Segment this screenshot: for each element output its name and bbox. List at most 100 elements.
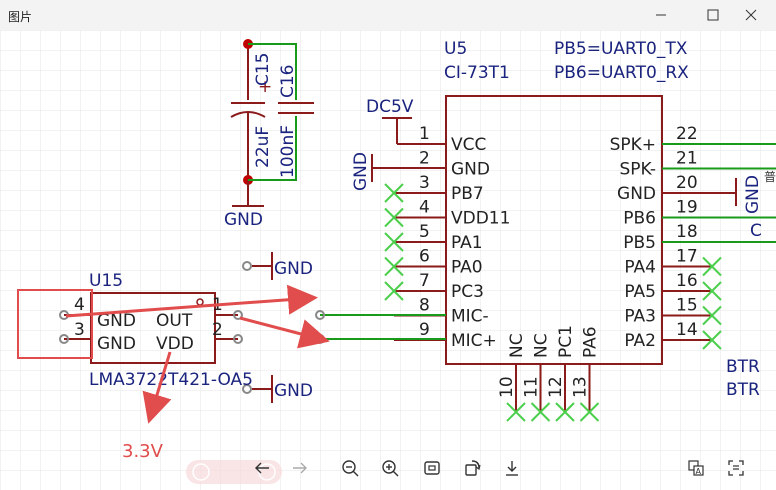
- u5-pin-num-13: 13: [571, 376, 591, 398]
- u5-pin-num-4: 4: [419, 198, 430, 218]
- u5-pin-14-nc-mark: [702, 330, 722, 350]
- back-arrow-icon: [255, 462, 269, 474]
- u5-pin-num-18: 18: [676, 222, 698, 242]
- u15-pin-num-4: 4: [74, 295, 85, 315]
- u5-pin-name-bottom-10: NC: [507, 333, 527, 358]
- c15-designator: C15: [253, 52, 273, 86]
- u5-pin-15-nc-mark: [702, 305, 722, 326]
- annotation-voltage: 3.3V: [122, 441, 164, 462]
- u5-pin-num-5: 5: [419, 222, 430, 242]
- u5-pin-13-nc-mark: [579, 402, 600, 422]
- u15-pin-num-3: 3: [74, 320, 85, 340]
- translate-button[interactable]: A: [682, 454, 710, 482]
- u5-pin-name-vdd11: VDD11: [451, 209, 510, 229]
- u5-pin-num-20: 20: [676, 173, 698, 193]
- u15-pin-name-gnd-3: GND: [97, 334, 136, 354]
- forward-arrow-icon: [293, 462, 307, 474]
- dc5v-label: DC5V: [366, 97, 414, 117]
- close-button[interactable]: [728, 0, 774, 30]
- u5-pin-num-2: 2: [419, 149, 430, 169]
- ocr-text-icon: [728, 460, 744, 476]
- window-title: 图片: [8, 10, 33, 24]
- u5-pin-num-21: 21: [676, 149, 698, 169]
- u5-pin-3-nc-mark: [384, 183, 404, 203]
- u5-pin-6-nc-mark: [384, 256, 404, 277]
- u5-pin-name-bottom-13: PA6: [581, 326, 601, 358]
- translate-icon: A: [688, 460, 704, 476]
- download-icon: [506, 461, 518, 476]
- net-zh-label: 普: [764, 170, 776, 184]
- c15-value: 22uF: [253, 126, 273, 168]
- minimize-icon: [656, 14, 666, 16]
- u5-pin-name-vcc: VCC: [451, 135, 486, 155]
- dc5v-net: DC5V: [366, 97, 446, 145]
- capacitor-c15: + C15 22uF: [230, 39, 273, 207]
- next-image-button[interactable]: [286, 454, 314, 482]
- c15-polarity: +: [258, 77, 272, 97]
- u5-pin-num-9: 9: [419, 320, 430, 340]
- u5-pin-name-bottom-12: PC1: [556, 325, 576, 358]
- annotation-arrow-vdd: [142, 351, 172, 424]
- close-icon: [745, 9, 757, 21]
- u5-pin-name-bottom-11: NC: [532, 333, 552, 358]
- u5-pin-5-nc-mark: [384, 232, 404, 252]
- chip-u5: U5 CI-73T1 PB5=UART0_TX PB6=UART0_RX 1VC…: [384, 39, 776, 422]
- download-button[interactable]: [498, 454, 526, 482]
- u5-pin-name-pb5: PB5: [623, 233, 656, 253]
- svg-text:A: A: [696, 467, 702, 476]
- u5-pin-name-pa3: PA3: [624, 307, 656, 327]
- u5-pin-11-nc-mark: [530, 402, 551, 422]
- maximize-icon: [707, 9, 719, 21]
- u5-pin-num-17: 17: [676, 247, 698, 267]
- u5-pin-num-19: 19: [676, 198, 698, 218]
- prev-image-button[interactable]: [248, 454, 276, 482]
- title-bar: 图片: [0, 0, 776, 30]
- zoom-out-button[interactable]: [336, 454, 364, 482]
- u5-pin-num-22: 22: [676, 124, 698, 144]
- gnd-label-u15-bottom: GND: [274, 381, 313, 401]
- u5-pin-10-nc-mark: [506, 402, 526, 422]
- zoom-in-button[interactable]: [376, 454, 404, 482]
- u5-pin-name-pa4: PA4: [624, 258, 656, 278]
- u15-part: LMA3722T421-OA5: [89, 370, 253, 390]
- gnd-net-u5-right: GND: [735, 175, 763, 214]
- zoom-out-icon: [342, 460, 359, 477]
- ocr-button[interactable]: [722, 454, 750, 482]
- net-btr-label-1: BTR: [726, 357, 760, 377]
- u5-pin-name-gnd: GND: [451, 160, 490, 180]
- u5-pin-name-pa5: PA5: [624, 282, 656, 302]
- zoom-in-icon: [382, 460, 399, 477]
- gnd-symbol-u15-bottom: GND: [242, 375, 313, 403]
- rotate-button[interactable]: [458, 454, 486, 482]
- u5-pin-name-mic: MIC-: [451, 307, 489, 327]
- u5-pin-name-pb7: PB7: [451, 184, 484, 204]
- minimize-button[interactable]: [638, 0, 684, 30]
- u5-pin-num-8: 8: [419, 296, 430, 316]
- net-c-label: C: [750, 221, 762, 241]
- gnd-symbol-u15-top: GND: [242, 252, 313, 280]
- u5-pin-name-pa2: PA2: [624, 331, 656, 351]
- u15-pin-name-out: OUT: [156, 311, 193, 331]
- maximize-button[interactable]: [690, 0, 736, 30]
- u5-pin-num-6: 6: [419, 247, 430, 267]
- u5-pin-name-mic: MIC+: [451, 331, 497, 351]
- u5-pin-num-3: 3: [419, 173, 430, 193]
- u5-pin-num-12: 12: [546, 376, 566, 398]
- gnd-net-u5-left: GND: [351, 152, 446, 191]
- u15-pin-num-2: 2: [212, 320, 223, 340]
- annotation-box: [17, 289, 93, 359]
- rotate-icon: [465, 460, 481, 476]
- u5-pin-12-nc-mark: [555, 402, 575, 422]
- image-canvas[interactable]: + C15 22uF C16 100nF GND U5 CI-73T1 PB5=…: [0, 30, 776, 490]
- u5-note-tx: PB5=UART0_TX: [554, 39, 688, 59]
- gnd-label-u5-left: GND: [351, 152, 371, 191]
- gnd-label-caps: GND: [224, 210, 263, 230]
- u5-pin-name-gnd: GND: [617, 184, 656, 204]
- fit-screen-button[interactable]: [418, 454, 446, 482]
- u5-pin-num-7: 7: [419, 271, 430, 291]
- u5-pin-4-nc-mark: [384, 207, 404, 228]
- u5-designator: U5: [444, 39, 467, 59]
- u5-pin-name-spk: SPK+: [610, 135, 656, 155]
- u5-pin-16-nc-mark: [702, 281, 722, 301]
